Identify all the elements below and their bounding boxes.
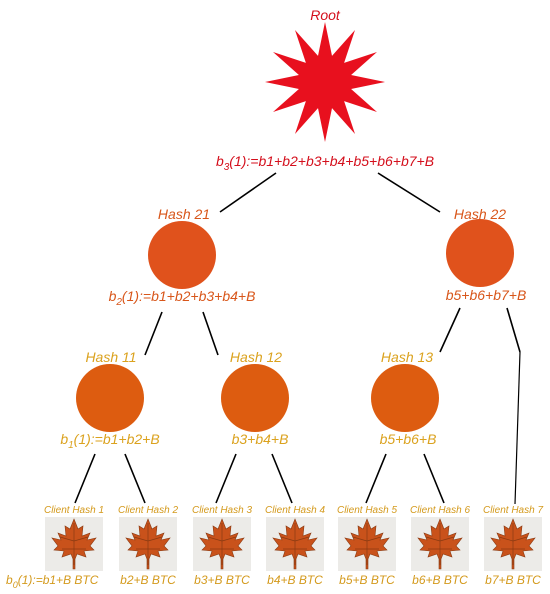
hash11-formula: b1(1):=b1+b2+B (60, 431, 159, 451)
hash21-formula: b2(1):=b1+b2+b3+b4+B (109, 288, 256, 308)
client-6-label: Client Hash 6 (410, 505, 470, 516)
edge-hash22-hash13 (439, 307, 461, 353)
edge-hash13-client6 (423, 453, 445, 504)
client-hash-3: Client Hash 3 b3+B BTC (192, 505, 252, 587)
hash22-formula: b5+b6+b7+B (446, 287, 527, 303)
client-5-label: Client Hash 5 (337, 505, 397, 516)
hash12-node (221, 364, 289, 432)
edge-hash12-client3 (215, 453, 237, 504)
client-3-value: b3+B BTC (194, 573, 250, 587)
client-hash-2: Client Hash 2 b2+B BTC (118, 505, 178, 587)
client-hash-1: Client Hash 1 (44, 505, 104, 571)
client-hash-6: Client Hash 6 b6+B BTC (410, 505, 470, 587)
client-5-value: b5+B BTC (339, 573, 395, 587)
edge-hash13-client5 (365, 453, 387, 504)
root-star-icon (265, 22, 385, 142)
client-4-value: b4+B BTC (267, 573, 323, 587)
edge-hash21-hash12 (202, 311, 219, 356)
root-formula: b3(1):=b1+b2+b3+b4+b5+b6+b7+B (216, 153, 434, 173)
client-6-value: b6+B BTC (412, 573, 468, 587)
hash11-label: Hash 11 (85, 349, 136, 365)
client-hash-5: Client Hash 5 b5+B BTC (337, 505, 397, 587)
client-1-value: b0(1):=b1+B BTC (6, 573, 99, 590)
hash22-label: Hash 22 (454, 206, 506, 222)
client-3-label: Client Hash 3 (192, 505, 252, 516)
edge-hash12-client4 (271, 453, 293, 504)
edge-hash21-hash11 (144, 311, 163, 356)
hash12-formula: b3+b4+B (232, 431, 289, 447)
edge-root-hash21 (219, 172, 277, 213)
client-hash-4: Client Hash 4 b4+B BTC (265, 505, 325, 587)
client-7-label: Client Hash 7 (483, 505, 543, 516)
edge-hash11-client2 (124, 453, 146, 504)
client-2-value: b2+B BTC (120, 573, 176, 587)
hash11-node (76, 364, 144, 432)
hash21-label: Hash 21 (158, 206, 210, 222)
edge-root-hash22 (377, 172, 441, 213)
hash13-node (371, 364, 439, 432)
hash13-label: Hash 13 (381, 349, 433, 365)
edge-hash22-client7-lower (514, 351, 521, 505)
edge-hash22-client7 (506, 307, 521, 353)
client-4-label: Client Hash 4 (265, 505, 325, 516)
client-hash-7: Client Hash 7 b7+B BTC (483, 505, 543, 587)
client-7-value: b7+B BTC (485, 573, 541, 587)
client-1-label: Client Hash 1 (44, 505, 104, 516)
edge-hash11-client1 (74, 453, 96, 504)
hash12-label: Hash 12 (230, 349, 282, 365)
hash21-node (148, 221, 216, 289)
hash13-formula: b5+b6+B (380, 431, 437, 447)
tree-edges (74, 172, 521, 505)
hash22-node (446, 219, 514, 287)
root-label: Root (310, 7, 341, 23)
client-2-label: Client Hash 2 (118, 505, 178, 516)
